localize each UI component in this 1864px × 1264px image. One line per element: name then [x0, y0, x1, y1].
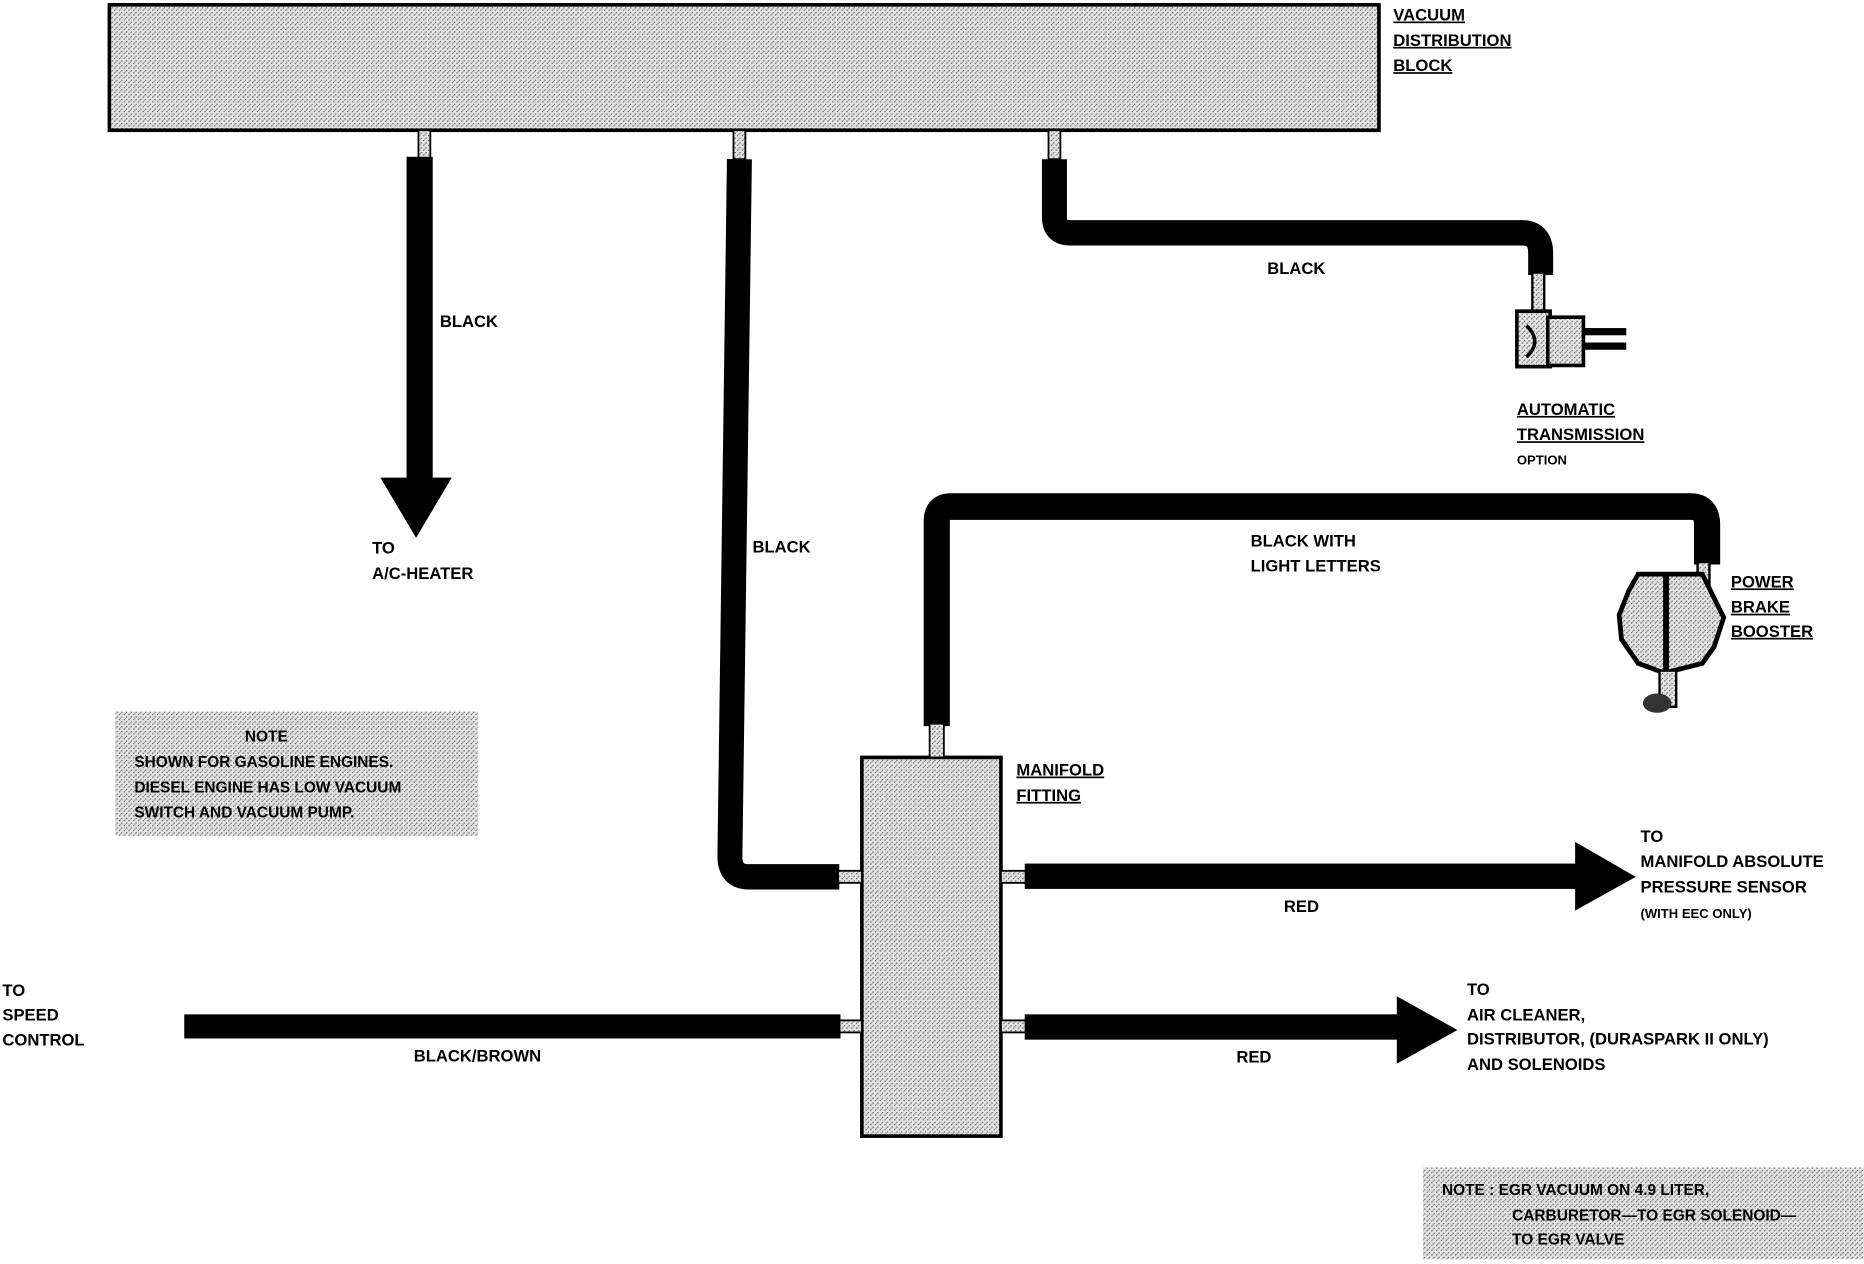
- svg-text:TO: TO: [2, 981, 25, 1000]
- map-destination-label: TO MANIFOLD ABSOLUTE PRESSURE SENSOR (WI…: [1641, 827, 1824, 921]
- hose-map-color: RED: [1284, 897, 1319, 916]
- block-nipples: [417, 129, 1062, 161]
- svg-text:POWER: POWER: [1731, 572, 1794, 591]
- manifold-side-nipples: [837, 869, 1028, 1034]
- manifold-fitting: [860, 755, 1003, 1138]
- svg-text:NOTE : EGR VACUUM ON 4.9 LITER: NOTE : EGR VACUUM ON 4.9 LITER,: [1442, 1182, 1709, 1199]
- ac-destination-label: TO A/C-HEATER: [372, 538, 473, 582]
- svg-text:MANIFOLD: MANIFOLD: [1016, 760, 1104, 779]
- svg-text:OPTION: OPTION: [1517, 452, 1567, 467]
- svg-text:(WITH EEC ONLY): (WITH EEC ONLY): [1641, 906, 1752, 921]
- air-destination-label: TO AIR CLEANER, DISTRIBUTOR, (DURASPARK …: [1467, 980, 1769, 1074]
- hose-air-cleaner: [1024, 996, 1458, 1064]
- svg-text:CARBURETOR—TO EGR SOLENOID—: CARBURETOR—TO EGR SOLENOID—: [1512, 1207, 1797, 1224]
- hose-brake-booster: [923, 493, 1721, 727]
- svg-text:SWITCH AND VACUUM PUMP.: SWITCH AND VACUUM PUMP.: [134, 805, 354, 822]
- hose-speed-color: BLACK/BROWN: [414, 1046, 541, 1065]
- note-gasoline: NOTE SHOWN FOR GASOLINE ENGINES. DIESEL …: [115, 711, 478, 836]
- svg-text:TRANSMISSION: TRANSMISSION: [1517, 425, 1645, 444]
- manifold-top-nipple: [928, 722, 945, 759]
- svg-text:PRESSURE SENSOR: PRESSURE SENSOR: [1641, 877, 1807, 896]
- note-egr: NOTE : EGR VACUUM ON 4.9 LITER, CARBURET…: [1422, 1167, 1864, 1260]
- svg-text:MANIFOLD ABSOLUTE: MANIFOLD ABSOLUTE: [1641, 852, 1824, 871]
- hose-air-color: RED: [1236, 1047, 1271, 1066]
- svg-text:LIGHT LETTERS: LIGHT LETTERS: [1251, 557, 1381, 576]
- svg-text:BOOSTER: BOOSTER: [1731, 622, 1813, 641]
- svg-text:BRAKE: BRAKE: [1731, 598, 1790, 617]
- svg-text:DISTRIBUTION: DISTRIBUTION: [1393, 31, 1511, 50]
- svg-text:TO: TO: [372, 538, 395, 557]
- svg-text:CONTROL: CONTROL: [2, 1031, 84, 1050]
- svg-text:SHOWN FOR GASOLINE ENGINES.: SHOWN FOR GASOLINE ENGINES.: [134, 754, 393, 771]
- svg-text:DISTRIBUTOR, (DURASPARK II ONL: DISTRIBUTOR, (DURASPARK II ONLY): [1467, 1029, 1769, 1048]
- svg-text:TO: TO: [1641, 827, 1664, 846]
- svg-text:BLACK WITH: BLACK WITH: [1251, 531, 1356, 550]
- hose-brake-color: BLACK WITH LIGHT LETTERS: [1251, 531, 1381, 575]
- hose-transmission: [1041, 159, 1554, 275]
- svg-text:SPEED: SPEED: [2, 1005, 58, 1024]
- power-brake-booster-icon: [1616, 560, 1727, 713]
- manifold-label: MANIFOLD FITTING: [1016, 760, 1104, 804]
- hose-map-sensor: [1024, 841, 1636, 911]
- svg-text:DIESEL ENGINE HAS LOW VACUUM: DIESEL ENGINE HAS LOW VACUUM: [134, 779, 401, 796]
- transmission-modulator-icon: [1515, 271, 1627, 369]
- svg-text:AUTOMATIC: AUTOMATIC: [1517, 400, 1615, 419]
- hose-speed-control: [184, 1014, 841, 1039]
- hose-ac-heater: [380, 156, 452, 538]
- vacuum-distribution-block: [107, 3, 1381, 133]
- hose-ac-color: BLACK: [440, 312, 498, 331]
- block-label: VACUUM DISTRIBUTION BLOCK: [1393, 5, 1511, 75]
- brake-booster-label: POWER BRAKE BOOSTER: [1731, 572, 1813, 641]
- transmission-label: AUTOMATIC TRANSMISSION OPTION: [1517, 400, 1645, 468]
- svg-text:VACUUM: VACUUM: [1393, 5, 1465, 24]
- svg-text:TO: TO: [1467, 980, 1490, 999]
- svg-text:AIR CLEANER,: AIR CLEANER,: [1467, 1005, 1585, 1024]
- hose-block-to-manifold: [717, 159, 840, 890]
- svg-text:TO EGR VALVE: TO EGR VALVE: [1512, 1232, 1624, 1249]
- svg-text:A/C-HEATER: A/C-HEATER: [372, 564, 473, 583]
- svg-text:BLOCK: BLOCK: [1393, 56, 1452, 75]
- hose-manifold-color: BLACK: [752, 537, 810, 556]
- hose-transmission-color: BLACK: [1267, 259, 1325, 278]
- svg-text:FITTING: FITTING: [1016, 786, 1081, 805]
- svg-text:AND SOLENOIDS: AND SOLENOIDS: [1467, 1055, 1606, 1074]
- speed-control-label: TO SPEED CONTROL: [2, 981, 84, 1050]
- svg-text:NOTE: NOTE: [245, 729, 288, 746]
